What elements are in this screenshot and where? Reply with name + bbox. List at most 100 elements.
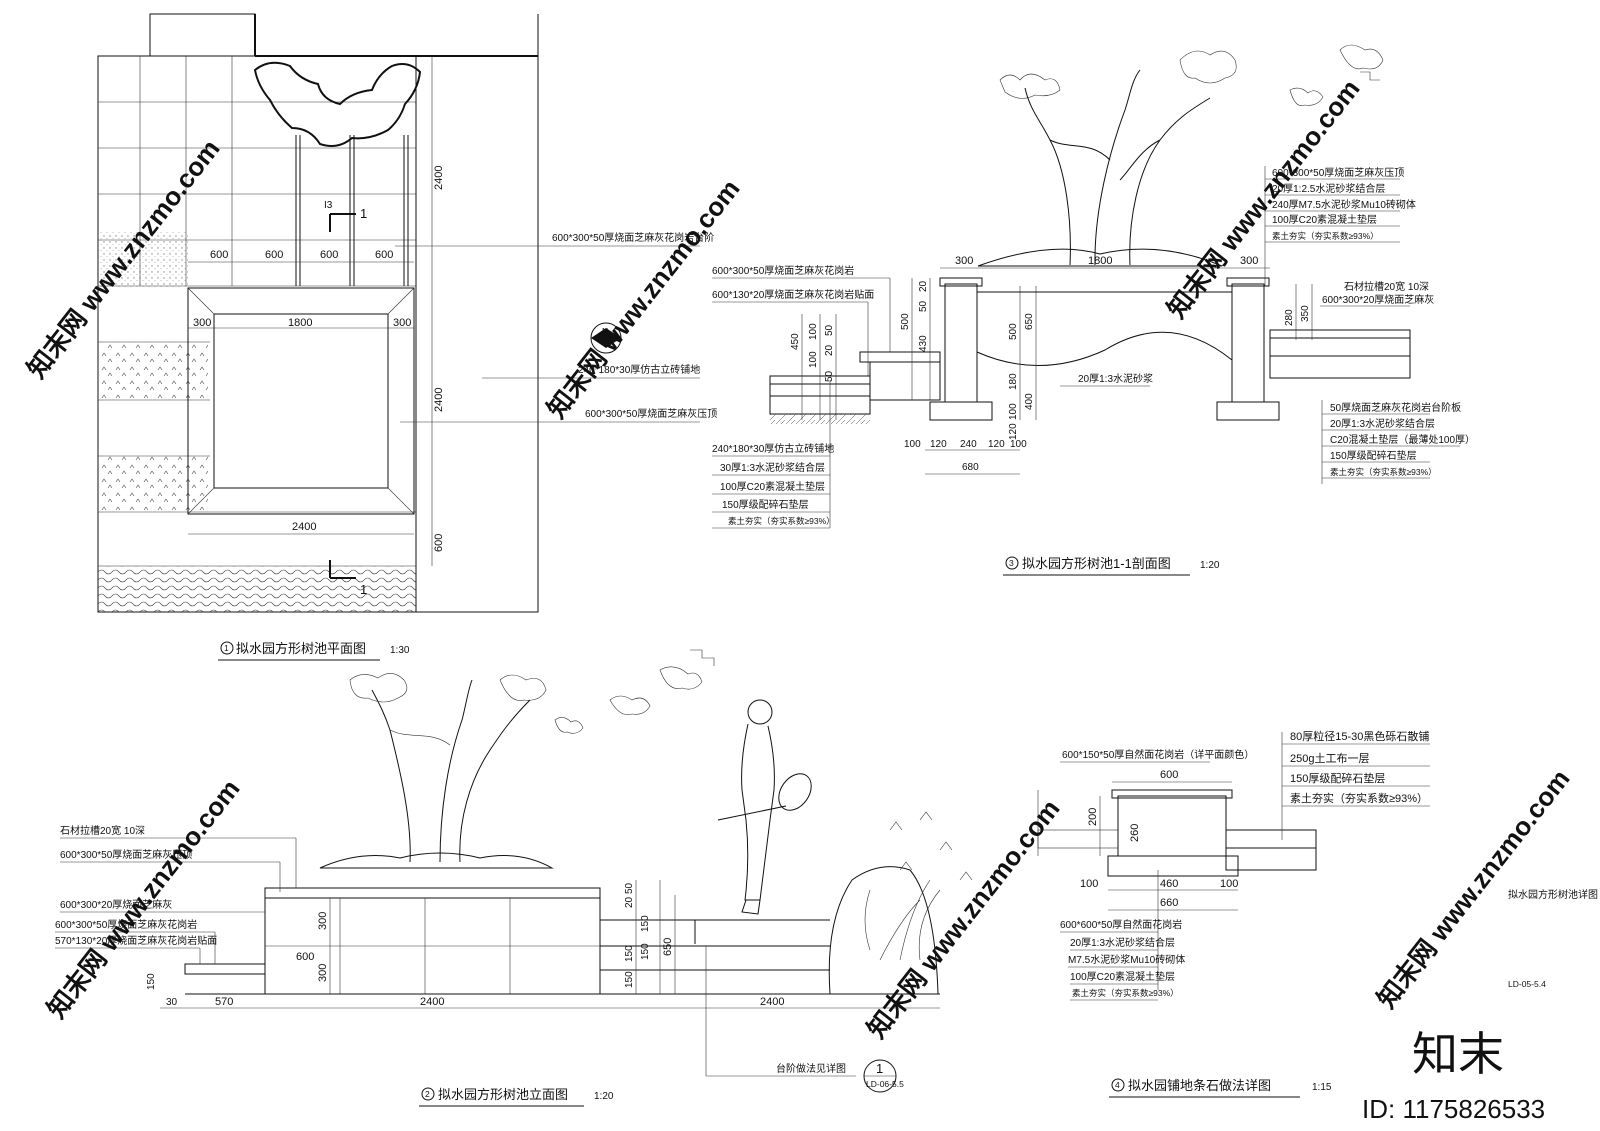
elevation-view: 石材拉槽20宽 10深 600*300*50厚烧面芝麻灰压顶 600*300*2… — [55, 649, 973, 1107]
section-left-footing — [929, 401, 993, 421]
detail-note-top-2: 150厚级配碎石垫层 — [1290, 771, 1385, 785]
plan-title: 拟水园方形树池平面图 — [236, 641, 366, 656]
elevation-planter-joints — [265, 898, 600, 994]
section-title: 拟水园方形树池1-1剖面图 — [1022, 556, 1171, 571]
elevation-dim-step-4: 150 — [624, 945, 635, 962]
section-left-cap — [939, 277, 983, 287]
elevation-note-4: 570*130*20厚烧面芝麻灰花岗岩贴面 — [55, 934, 217, 947]
elevation-dim-left-b: 30 — [166, 997, 178, 1008]
detail-dim-h2: 260 — [1129, 824, 1141, 842]
plan-dotted-tile-2 — [98, 342, 208, 400]
svg-text:知末网 www.znzmo.com: 知末网 www.znzmo.com — [861, 794, 1065, 1044]
svg-text:知末网 www.znzmo.com: 知末网 www.znzmo.com — [41, 774, 245, 1024]
elevation-person — [717, 699, 812, 915]
elevation-note-2: 600*300*20厚烧面芝麻灰 — [60, 898, 172, 911]
elevation-note-1: 600*300*50厚烧面芝麻灰压顶 — [60, 848, 192, 861]
section-right-cap — [1226, 277, 1270, 287]
section-dim-iv-3: 400 — [1024, 393, 1035, 410]
section-dim-b-d: 120 — [988, 439, 1005, 450]
detail-base — [1107, 855, 1239, 877]
section-right-footing — [1216, 401, 1280, 421]
elevation-dim-h1: 300 — [317, 912, 329, 930]
section-note-tl-0: 600*300*50厚烧面芝麻灰花岗岩 — [712, 264, 854, 277]
section-dim-rv-1: 350 — [1300, 305, 1311, 322]
section-dim-lv-8: 20 — [918, 280, 929, 292]
section-scale: 1:20 — [1200, 560, 1220, 571]
plan-paving-area — [97, 55, 417, 613]
section-note-bl-1: 30厚1:3水泥砂浆结合层 — [720, 461, 825, 474]
detail-note-bottom-4: 素土夯实（夯实系数≥93%） — [1072, 988, 1179, 998]
section-note-br-0: 50厚烧面芝麻灰花岗岩台阶板 — [1330, 401, 1461, 414]
elevation-note-3: 600*300*50厚烧面芝麻灰花岗岩 — [55, 918, 197, 931]
detail-dim-c: 100 — [1220, 878, 1238, 890]
section-dim-lv-6: 500 — [900, 313, 911, 330]
detail-note-top-3: 素土夯实（夯实系数≥93%） — [1290, 791, 1428, 805]
detail-dim-w: 600 — [1160, 769, 1178, 781]
section-dim-iv-2: 180 — [1008, 373, 1019, 390]
detail-base-right — [1225, 847, 1317, 871]
elevation-note-step: 台阶做法见详图 — [776, 1062, 846, 1075]
elevation-note-0: 石材拉槽20宽 10深 — [60, 824, 145, 837]
section-note-r-1: 600*300*20厚烧面芝麻灰 — [1322, 293, 1434, 306]
section-note-tr-4: 素土夯实（夯实系数≥93%） — [1272, 231, 1379, 241]
section-note-tr-0: 600*300*50厚烧面芝麻灰压顶 — [1272, 166, 1404, 179]
compass-icon: N — [590, 322, 622, 354]
detail-note-top-0: 80厚粒径15-30黑色砾石散铺 — [1290, 729, 1429, 743]
section-dim-iv-1: 650 — [1024, 313, 1035, 330]
section-dim-top-l: 300 — [955, 255, 973, 267]
sheet-code: LD-05-5.4 — [1508, 979, 1546, 989]
section-dim-iv-0: 500 — [1008, 323, 1019, 340]
section-dim-rv-0: 280 — [1284, 309, 1295, 326]
detail-stone-top — [1111, 789, 1233, 799]
elevation-dim-step-1: 20 — [624, 896, 635, 908]
section-left-wall — [944, 283, 978, 403]
section-step — [859, 351, 941, 363]
plan-stepping-slabs — [295, 135, 409, 286]
section-note-br-4: 素土夯实（夯实系数≥93%） — [1330, 467, 1437, 477]
section-note-tl-1: 600*130*20厚烧面芝麻灰花岗岩贴面 — [712, 288, 874, 301]
elevation-detail-ref: 1 LD-06-5.5 — [863, 1059, 904, 1093]
section-dim-lv-1: 100 — [808, 323, 819, 340]
elevation-dim-w-right: 2400 — [760, 996, 784, 1008]
section-dim-lv-3: 50 — [824, 324, 835, 336]
elevation-dim-step-5: 150 — [624, 971, 635, 988]
detail-scale: 1:15 — [1312, 1082, 1332, 1093]
section-note-br-2: C20混凝土垫层（最薄处100厚） — [1330, 433, 1475, 446]
elevation-title-num: 2 — [425, 1089, 430, 1099]
plan-wave-lawn-right — [415, 55, 539, 613]
section-base-right — [1269, 337, 1411, 357]
plan-tree-pit-corners — [187, 287, 415, 515]
plan-note-3: 600*300*50厚烧面芝麻灰压顶 — [585, 407, 717, 420]
detail-note-bottom-3: 100厚C20素混凝土垫层 — [1070, 970, 1175, 983]
section-soil-infill — [976, 291, 1233, 366]
detail-gravel-right — [1225, 829, 1317, 849]
section-dim-top-r: 300 — [1240, 255, 1258, 267]
elevation-dim-left-a: 150 — [146, 973, 157, 990]
section-dim-lv-0: 450 — [790, 333, 801, 350]
plan-dim-v3: 600 — [433, 534, 445, 552]
section-view: 300 1800 300 450 100 100 50 20 50 500 43… — [712, 44, 1475, 576]
svg-text:N: N — [602, 326, 608, 336]
section-tree — [999, 44, 1384, 266]
plan-scale: 1:30 — [390, 645, 410, 656]
section-right-wall — [1231, 283, 1265, 403]
plan-dim-side-l: 300 — [193, 317, 211, 329]
elevation-plant-mass — [319, 852, 554, 869]
elevation-bench — [184, 963, 266, 975]
section-dim-lv-5: 50 — [824, 370, 835, 382]
section-dim-lv-9: 50 — [918, 300, 929, 312]
watermark-brand: 知末 — [1412, 1028, 1504, 1080]
section-note-bl-4: 素土夯实（夯实系数≥93%） — [728, 516, 835, 526]
section-dim-b-a: 100 — [904, 439, 921, 450]
plan-dim-total: 2400 — [292, 521, 316, 533]
plan-tree-pit-outer — [187, 287, 415, 515]
section-note-bl-2: 100厚C20素混凝土垫层 — [720, 480, 825, 493]
section-note-br-3: 150厚级配碎石垫层 — [1330, 449, 1417, 462]
elevation-planter-cap — [264, 887, 601, 899]
plan-dim-a: 600 — [210, 249, 228, 261]
detail-dim-a: 100 — [1080, 878, 1098, 890]
elevation-shrub — [864, 811, 973, 961]
section-gravel-right — [1269, 355, 1411, 379]
plan-dotted-tile-1 — [98, 232, 188, 287]
detail-dim-h1: 200 — [1087, 808, 1099, 826]
